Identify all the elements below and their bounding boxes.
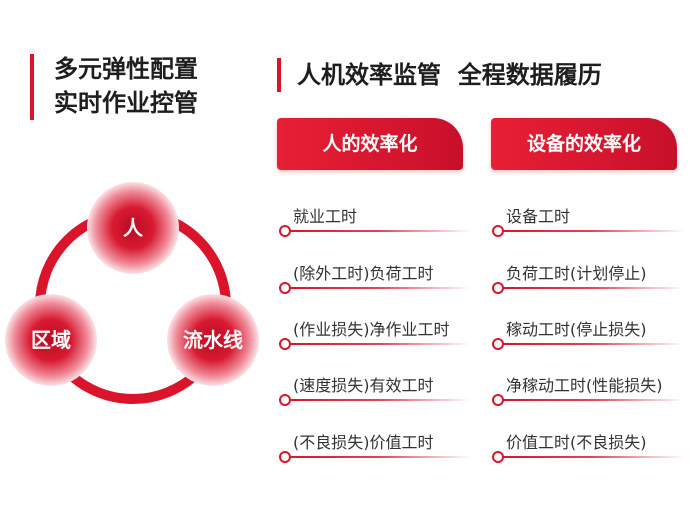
heading-accent-bar <box>277 58 281 92</box>
metric-underline <box>500 399 685 401</box>
metric-label: 价值工时(不良损失) <box>506 433 647 452</box>
metric-dot-icon <box>279 451 291 463</box>
metric-underline <box>287 343 472 345</box>
metric-underline <box>287 287 472 289</box>
column-header-equipment: 设备的效率化 <box>491 118 677 170</box>
column-header-people: 人的效率化 <box>277 118 463 170</box>
metric-item: 净稼动工时(性能损失) <box>492 372 690 408</box>
cycle-node-right <box>167 294 259 386</box>
metric-item: 设备工时 <box>492 203 690 239</box>
cycle-node-top <box>87 182 179 274</box>
metric-dot-icon <box>279 225 291 237</box>
metric-label: 净稼动工时(性能损失) <box>506 376 663 395</box>
left-heading-line1: 多元弹性配置 <box>54 55 198 83</box>
cycle-node-left <box>5 294 97 386</box>
metric-underline <box>287 399 472 401</box>
left-heading-line2: 实时作业控管 <box>54 89 198 117</box>
metric-underline <box>287 456 472 458</box>
metric-item: (速度损失)有效工时 <box>279 372 479 408</box>
heading-accent-bar <box>30 54 34 120</box>
metric-underline <box>500 343 685 345</box>
right-heading-text: 人机效率监管 全程数据履历 <box>297 61 602 89</box>
metric-item: (不良损失)价值工时 <box>279 429 479 465</box>
metric-label: (不良损失)价值工时 <box>293 433 434 452</box>
metric-dot-icon <box>279 338 291 350</box>
metric-label: 稼动工时(停止损失) <box>506 320 647 339</box>
metric-dot-icon <box>279 282 291 294</box>
metric-item: (除外工时)负荷工时 <box>279 260 479 296</box>
metric-underline <box>287 230 472 232</box>
metric-label: 就业工时 <box>293 207 358 226</box>
metric-dot-icon <box>492 282 504 294</box>
metric-label: (除外工时)负荷工时 <box>293 264 434 283</box>
metric-item: (作业损失)净作业工时 <box>279 316 479 352</box>
metric-underline <box>500 230 685 232</box>
cycle-label-right: 流水线 <box>183 328 243 352</box>
metric-underline <box>500 456 685 458</box>
metric-dot-icon <box>492 394 504 406</box>
metric-label: 设备工时 <box>506 207 571 226</box>
cycle-label-top: 人 <box>123 216 144 240</box>
metric-underline <box>500 287 685 289</box>
metric-item: 稼动工时(停止损失) <box>492 316 690 352</box>
metric-label: 负荷工时(计划停止) <box>506 264 647 283</box>
left-heading: 多元弹性配置 实时作业控管 <box>30 52 198 120</box>
metric-dot-icon <box>279 394 291 406</box>
metric-item: 就业工时 <box>279 203 479 239</box>
metric-item: 负荷工时(计划停止) <box>492 260 690 296</box>
metric-item: 价值工时(不良损失) <box>492 429 690 465</box>
cycle-diagram: 人 区域 流水线 <box>5 182 259 404</box>
metric-dot-icon <box>492 451 504 463</box>
metric-label: (速度损失)有效工时 <box>293 376 434 395</box>
metric-label: (作业损失)净作业工时 <box>293 320 450 339</box>
metric-dot-icon <box>492 338 504 350</box>
cycle-label-left: 区域 <box>31 328 71 352</box>
metric-dot-icon <box>492 225 504 237</box>
right-heading: 人机效率监管 全程数据履历 <box>277 58 602 92</box>
